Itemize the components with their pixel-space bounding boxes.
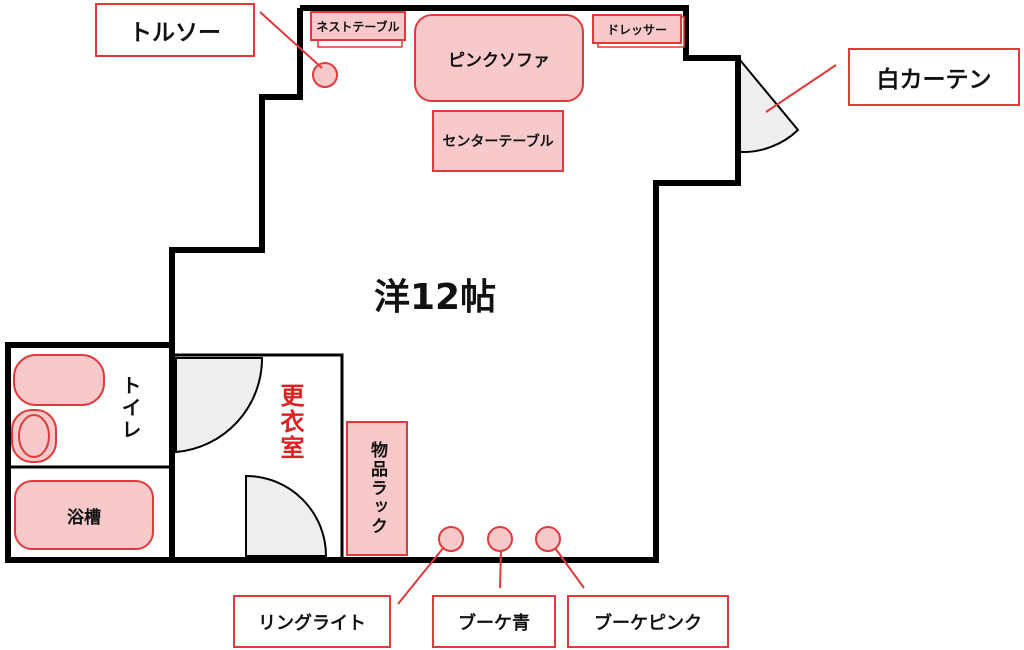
sofa: ピンクソファ <box>414 14 584 102</box>
ring-light-marker <box>438 526 464 552</box>
dressing-room-label: 更衣室 <box>276 383 304 461</box>
center-table: センターテーブル <box>432 110 564 172</box>
ring-light-callout: リングライト <box>233 595 391 648</box>
torso-marker <box>312 62 338 88</box>
bathroom-wall <box>5 342 172 563</box>
bouquet-pink-callout: ブーケピンク <box>567 595 729 648</box>
center-table-label: センターテーブル <box>442 134 554 150</box>
torso-callout: トルソー <box>95 3 255 57</box>
bathtub-label: 浴槽 <box>67 507 101 528</box>
dressing-room-wall <box>172 353 344 560</box>
dresser: ドレッサー <box>592 14 682 44</box>
rack: 物品ラック <box>346 421 408 556</box>
rack-label: 物品ラック <box>367 441 387 536</box>
curtain-leader <box>765 64 837 113</box>
outer-wall <box>169 5 741 563</box>
ring-light-leader <box>397 546 445 605</box>
nest-table-label: ネストテーブル <box>316 19 400 34</box>
toilet-seat <box>18 414 50 458</box>
entrance-door[interactable] <box>739 57 800 154</box>
ring-light-callout-label: リングライト <box>258 612 366 634</box>
toilet-label: トイレ <box>118 375 142 441</box>
bouquet-blue-marker <box>487 526 513 552</box>
bathtub: 浴槽 <box>14 480 154 550</box>
bouquet-blue-leader <box>499 550 502 589</box>
torso-callout-label: トルソー <box>129 20 221 46</box>
white-curtain-callout-label: 白カーテン <box>876 67 992 93</box>
room-label: 洋12帖 <box>374 277 497 318</box>
bouquet-pink-callout-label: ブーケピンク <box>594 612 702 634</box>
white-curtain-callout: 白カーテン <box>848 48 1020 106</box>
bouquet-blue-callout: ブーケ青 <box>432 595 556 648</box>
bouquet-pink-leader <box>554 547 585 589</box>
toilet-tank <box>13 354 105 406</box>
bouquet-blue-callout-label: ブーケ青 <box>458 612 530 634</box>
toilet-door[interactable] <box>175 357 264 454</box>
nest-table: ネストテーブル <box>310 11 406 41</box>
sofa-label: ピンクソファ <box>448 50 550 71</box>
dresser-label: ドレッサー <box>606 22 667 37</box>
torso-leader <box>259 11 323 69</box>
bouquet-pink-marker <box>535 526 561 552</box>
dressing-room-door[interactable] <box>245 474 328 557</box>
